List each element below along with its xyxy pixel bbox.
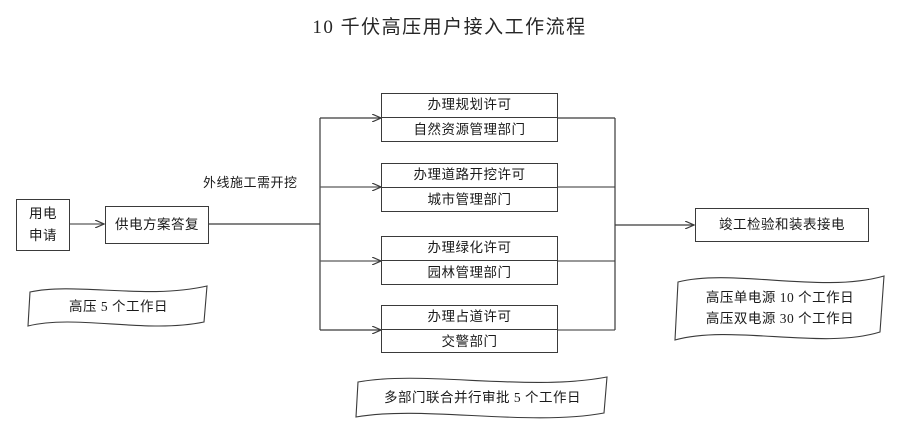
page-title: 10 千伏高压用户接入工作流程 [312, 17, 587, 38]
banner-left-duration: 高压 5 个工作日 [26, 282, 211, 330]
node-permit-road-occupation-title: 办理占道许可 [382, 305, 557, 330]
node-permit-road-excavation-title: 办理道路开挖许可 [382, 163, 557, 188]
node-permit-road-excavation[interactable]: 办理道路开挖许可 城市管理部门 [381, 163, 558, 212]
node-permit-planning-department: 自然资源管理部门 [413, 122, 526, 137]
node-permit-greening-department: 园林管理部门 [427, 265, 512, 280]
banner-bottom-duration-line1: 多部门联合并行审批 5 个工作日 [384, 389, 581, 405]
node-permit-greening-title: 办理绿化许可 [382, 236, 557, 261]
banner-right-duration-line1: 高压单电源 10 个工作日 [705, 290, 855, 305]
node-permit-road-occupation-department: 交警部门 [441, 333, 498, 349]
node-completion-inspection-line1: 竣工检验和装表接电 [719, 217, 845, 232]
node-permit-planning-title: 办理规划许可 [382, 93, 557, 118]
banner-right-duration: 高压单电源 10 个工作日 高压双电源 30 个工作日 [672, 270, 888, 346]
node-power-application-line1: 用电 [29, 206, 57, 221]
node-power-application-line2: 申请 [29, 228, 57, 243]
node-completion-inspection[interactable]: 竣工检验和装表接电 [695, 208, 869, 242]
wave-shape [27, 285, 208, 327]
wave-shape [674, 275, 885, 341]
node-permit-road-occupation[interactable]: 办理占道许可 交警部门 [381, 305, 558, 353]
node-permit-planning[interactable]: 办理规划许可 自然资源管理部门 [381, 93, 558, 142]
node-supply-plan-reply[interactable]: 供电方案答复 [105, 206, 209, 244]
banner-right-duration-line2: 高压双电源 30 个工作日 [705, 311, 855, 326]
edge-label-excavation: 外线施工需开挖 [203, 175, 298, 190]
banner-left-duration-line1: 高压 5 个工作日 [69, 298, 168, 314]
wave-shape [355, 376, 608, 419]
node-power-application[interactable]: 用电 申请 [16, 199, 70, 251]
banner-bottom-duration: 多部门联合并行审批 5 个工作日 [353, 372, 612, 422]
node-supply-plan-reply-line1: 供电方案答复 [115, 217, 199, 232]
node-permit-road-excavation-department: 城市管理部门 [427, 192, 512, 207]
node-permit-greening[interactable]: 办理绿化许可 园林管理部门 [381, 236, 558, 285]
